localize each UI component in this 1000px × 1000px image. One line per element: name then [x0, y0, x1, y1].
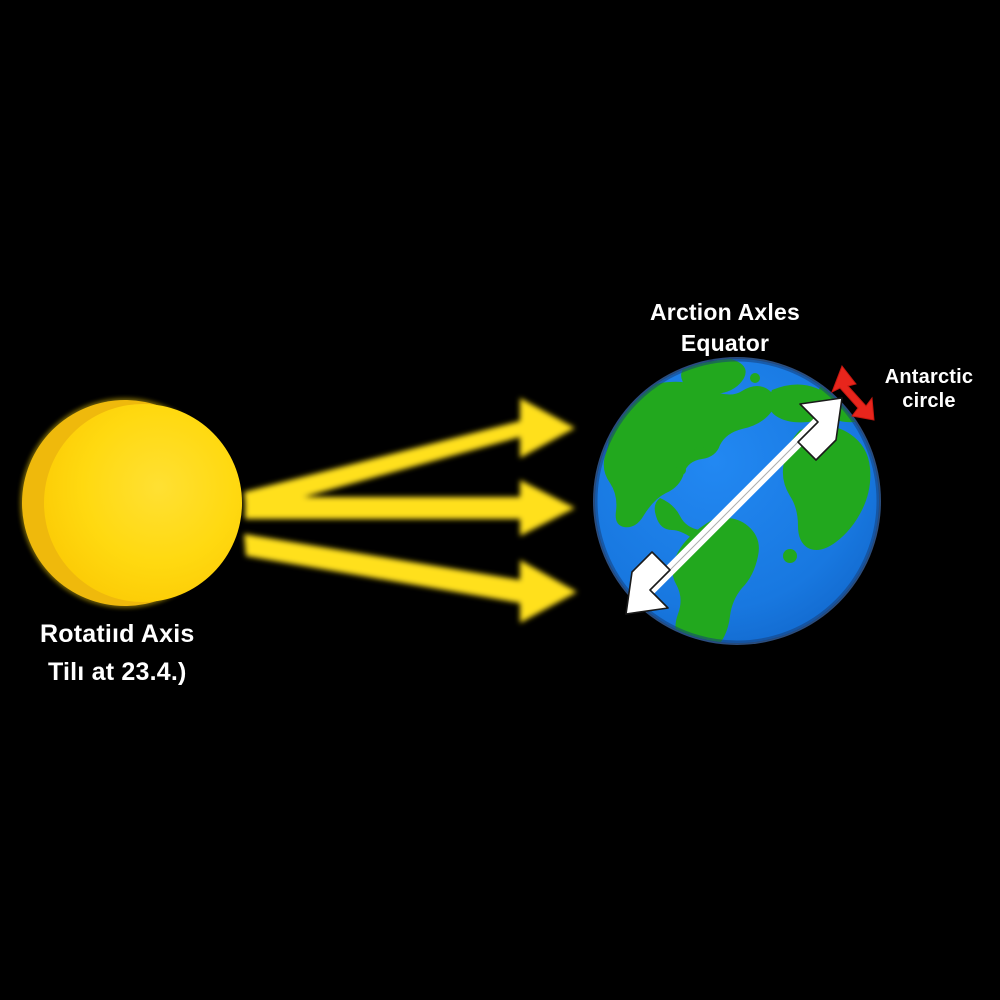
sunlight-ray-bottom [244, 534, 577, 623]
land-africa [782, 425, 871, 550]
antarctic-tilt-arrow [831, 364, 875, 421]
earth-rim-shade [594, 358, 880, 644]
sunlight-rays [244, 398, 577, 623]
axis-arrowhead-north [797, 397, 843, 461]
land-island-d [750, 373, 760, 383]
land-island-c [783, 549, 797, 563]
sunlight-ray-middle [245, 480, 575, 536]
tilt-arrow-shape [831, 364, 875, 421]
land-north-america [602, 381, 776, 528]
axis-arrowhead-south [625, 551, 671, 615]
land-island-a [694, 446, 706, 458]
land-island-b [676, 465, 686, 475]
sunlight-ray-top [244, 398, 575, 513]
sun-disc [44, 404, 242, 602]
sun [20, 398, 242, 608]
rotation-axis-arrow [625, 397, 843, 615]
land-south-america [672, 518, 759, 643]
